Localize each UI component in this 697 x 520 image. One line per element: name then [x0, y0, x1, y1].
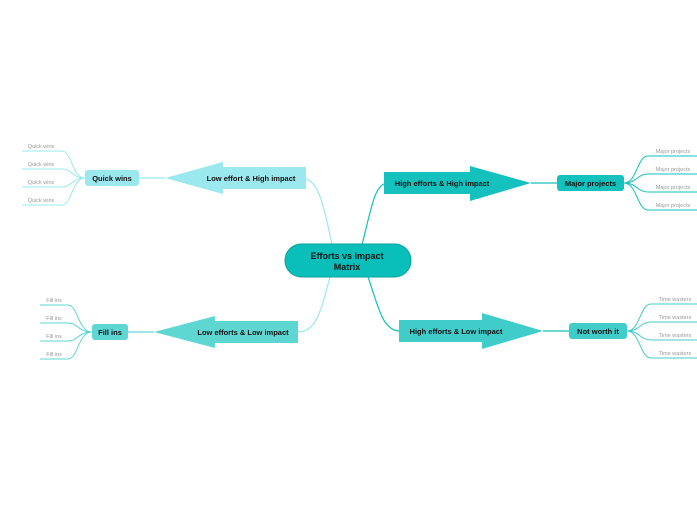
- leaf-fill-ins[interactable]: Fill ins: [46, 298, 62, 304]
- category-not-worth-it[interactable]: Not worth it: [569, 323, 627, 339]
- leaf-time-wasters[interactable]: Time wasters: [659, 315, 692, 321]
- arrow-high-efforts-high-impact[interactable]: [384, 166, 531, 201]
- central-topic-line2: Matrix: [334, 262, 361, 272]
- leaf-time-wasters[interactable]: Time wasters: [659, 333, 692, 339]
- arrow-label-top-right: High efforts & High impact: [395, 179, 490, 188]
- central-topic[interactable]: Efforts vs Impact Matrix: [284, 243, 412, 278]
- arrow-label-bottom-left: Low efforts & Low impact: [197, 328, 289, 337]
- leaf-fill-ins[interactable]: Fill ins: [46, 316, 62, 322]
- arrow-low-efforts-low-impact[interactable]: [154, 316, 298, 348]
- leaf-connectors-top-right: [623, 155, 697, 211]
- leaf-major-projects[interactable]: Major projects: [656, 203, 691, 209]
- leaf-quick-wins[interactable]: Quick wins: [28, 180, 55, 186]
- connector-bottom-right: [367, 276, 401, 332]
- category-label-fill-ins: Fill ins: [98, 328, 122, 337]
- arrow-label-bottom-right: High efforts & Low impact: [410, 327, 503, 336]
- arrow-low-effort-high-impact[interactable]: [165, 162, 306, 194]
- connector-bottom-left: [297, 276, 331, 333]
- category-label-not-worth-it: Not worth it: [577, 327, 619, 336]
- leaf-quick-wins[interactable]: Quick wins: [28, 162, 55, 168]
- branch-top-left: Low effort & High impact: [165, 162, 306, 194]
- category-label-major-projects: Major projects: [565, 179, 616, 188]
- leaf-fill-ins[interactable]: Fill ins: [46, 352, 62, 358]
- leaf-connectors-bottom-right: [626, 303, 697, 359]
- category-fill-ins[interactable]: Fill ins: [92, 324, 128, 340]
- leaf-major-projects[interactable]: Major projects: [656, 185, 691, 191]
- arrow-label-top-left: Low effort & High impact: [207, 174, 296, 183]
- leaf-connectors-top-left: [22, 150, 86, 206]
- leaf-quick-wins[interactable]: Quick wins: [28, 198, 55, 204]
- leaf-time-wasters[interactable]: Time wasters: [659, 351, 692, 357]
- leaf-fill-ins[interactable]: Fill ins: [46, 334, 62, 340]
- central-topic-line1: Efforts vs Impact: [310, 251, 383, 261]
- branch-top-right: High efforts & High impact: [384, 166, 531, 201]
- leaf-quick-wins[interactable]: Quick wins: [28, 144, 55, 150]
- leaf-time-wasters[interactable]: Time wasters: [659, 297, 692, 303]
- connector-top-left: [301, 177, 333, 246]
- branch-bottom-left: Low efforts & Low impact: [154, 316, 298, 348]
- branch-bottom-right: High efforts & Low impact: [399, 313, 543, 349]
- leaf-major-projects[interactable]: Major projects: [656, 167, 691, 173]
- category-quick-wins[interactable]: Quick wins: [85, 170, 139, 186]
- leaf-major-projects[interactable]: Major projects: [656, 149, 691, 155]
- category-major-projects[interactable]: Major projects: [557, 175, 624, 191]
- arrow-high-efforts-low-impact[interactable]: [399, 313, 543, 349]
- leaf-connectors-bottom-left: [40, 304, 93, 360]
- category-label-quick-wins: Quick wins: [92, 174, 132, 183]
